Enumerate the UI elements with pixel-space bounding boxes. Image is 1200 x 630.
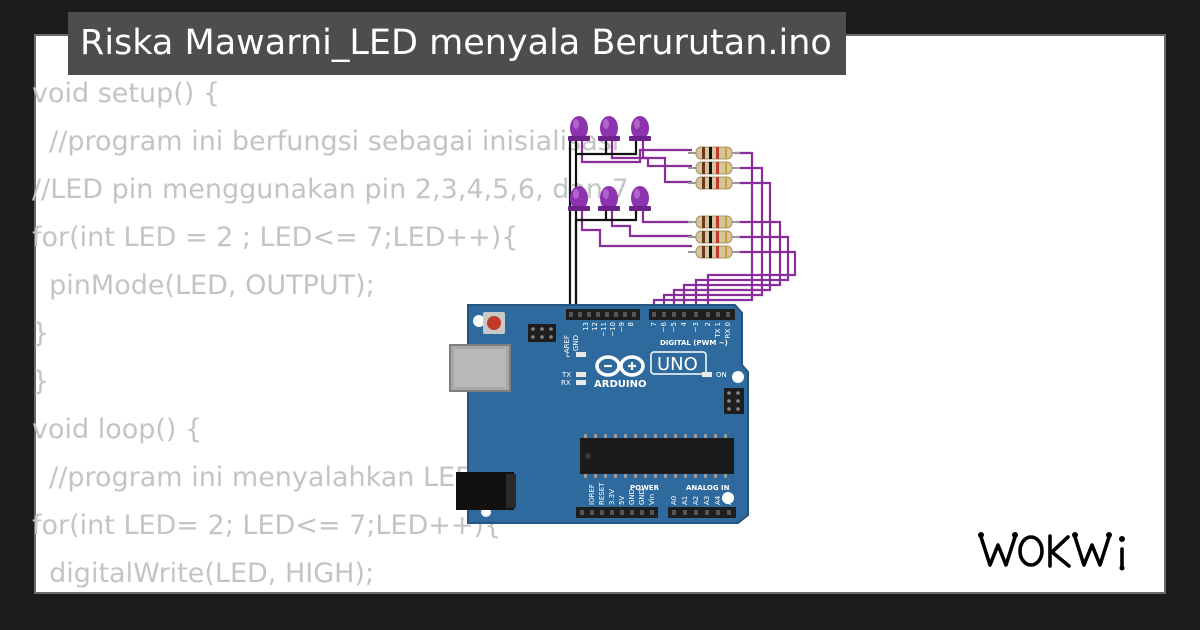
- led: [568, 116, 590, 141]
- code-preview: void setup() { //program ini berfungsi s…: [32, 70, 629, 598]
- project-title: Riska Mawarni_LED menyala Berurutan.ino: [68, 12, 846, 75]
- power-header: [576, 507, 658, 518]
- power-pin-label: IOREF: [588, 484, 596, 505]
- analog-pin-label: A2: [692, 496, 700, 505]
- led: [629, 186, 651, 211]
- analog-label: ANALOG IN: [686, 484, 730, 492]
- resistor: [688, 245, 740, 259]
- power-pin-label: 5V: [618, 496, 626, 505]
- resistor: [688, 230, 740, 244]
- arduino-uno-board: AREF GND 13 12 ~11 ~10 ~9 8 7 ~6 ~5 4 ~3…: [449, 304, 749, 524]
- resistor: [688, 146, 740, 160]
- brand-label: ARDUINO: [594, 379, 646, 390]
- resistors: [688, 146, 740, 259]
- resistor: [688, 215, 740, 229]
- code-line: }: [32, 318, 50, 349]
- signal-wires: [580, 140, 797, 316]
- power-pin-label: GND: [638, 489, 646, 505]
- code-line: //program ini berfungsi sebagai inisiali…: [32, 126, 620, 157]
- resistor: [688, 176, 740, 190]
- pin-label-2: 2: [704, 322, 712, 326]
- code-line: pinMode(LED, OUTPUT);: [32, 270, 375, 301]
- led-rx-label: RX: [561, 379, 571, 387]
- analog-pin-label: A1: [681, 496, 689, 505]
- led: [598, 186, 620, 211]
- ground-wires: [568, 140, 638, 316]
- led: [568, 186, 590, 211]
- power-jack: [456, 472, 514, 510]
- power-pin-label: GND: [628, 489, 636, 505]
- arduino-logo-icon: [595, 355, 645, 377]
- pin-label-12: 12: [591, 322, 599, 331]
- led-row-top: [568, 116, 651, 141]
- led-rx-indicator: [576, 380, 586, 385]
- led: [598, 116, 620, 141]
- power-pin-label: Vin: [648, 494, 656, 505]
- pin-label-5: ~5: [670, 322, 678, 332]
- analog-header: [668, 507, 736, 518]
- pin-label-11: ~11: [600, 322, 608, 337]
- wokwi-logo: [978, 532, 1125, 571]
- digital-header-right: [649, 309, 735, 320]
- power-led-indicator: [702, 372, 712, 377]
- led-l-indicator: [576, 352, 586, 357]
- pin-label-tx: TX 1: [714, 322, 722, 339]
- mounting-hole: [473, 315, 485, 327]
- pin-label-10: ~10: [609, 322, 617, 337]
- pin-label-7: 7: [650, 322, 658, 326]
- power-label: POWER: [630, 484, 660, 492]
- power-led-label: ON: [716, 371, 727, 379]
- pin-label-gnd: GND: [572, 335, 580, 351]
- digital-label: DIGITAL (PWM ~): [660, 339, 728, 347]
- circuit-diagram: AREF GND 13 12 ~11 ~10 ~9 8 7 ~6 ~5 4 ~3…: [449, 116, 797, 524]
- pin-label-3: ~3: [692, 322, 700, 332]
- resistor: [688, 161, 740, 175]
- pin-label-rx: RX 0: [724, 322, 732, 338]
- pin-label-9: ~9: [618, 322, 626, 332]
- code-line: }: [32, 366, 50, 397]
- led-row-bottom: [568, 186, 651, 211]
- pin-label-4: 4: [680, 321, 688, 326]
- code-line: //LED pin menggunakan pin 2,3,4,5,6, dan…: [32, 174, 629, 205]
- power-pin-label: 3.3V: [608, 489, 616, 505]
- pin-label-8: 8: [627, 322, 635, 326]
- digital-header-left: [566, 309, 640, 320]
- analog-pin-label: A4: [714, 495, 722, 505]
- code-line: digitalWrite(LED, HIGH);: [32, 558, 375, 589]
- analog-pin-label: A5: [725, 496, 733, 505]
- led-tx-indicator: [576, 372, 586, 377]
- led-l-label: L: [566, 351, 570, 359]
- power-pin-label: RESET: [598, 482, 606, 505]
- pin-label-aref: AREF: [563, 335, 571, 353]
- analog-pin-label: A3: [703, 496, 711, 505]
- led: [629, 116, 651, 141]
- model-label: UNO: [657, 354, 698, 375]
- atmega-chip: [580, 438, 734, 474]
- pin-label-6: ~6: [660, 321, 668, 332]
- analog-pin-label: A0: [670, 496, 678, 505]
- code-line: for(int LED = 2 ; LED<= 7;LED++){: [32, 222, 519, 253]
- mounting-hole: [732, 371, 744, 383]
- code-line: void setup() {: [32, 78, 221, 109]
- led-tx-label: TX: [561, 371, 571, 379]
- code-line: void loop() {: [32, 414, 203, 445]
- mounting-hole: [722, 492, 734, 504]
- pin-label-13: 13: [582, 322, 590, 331]
